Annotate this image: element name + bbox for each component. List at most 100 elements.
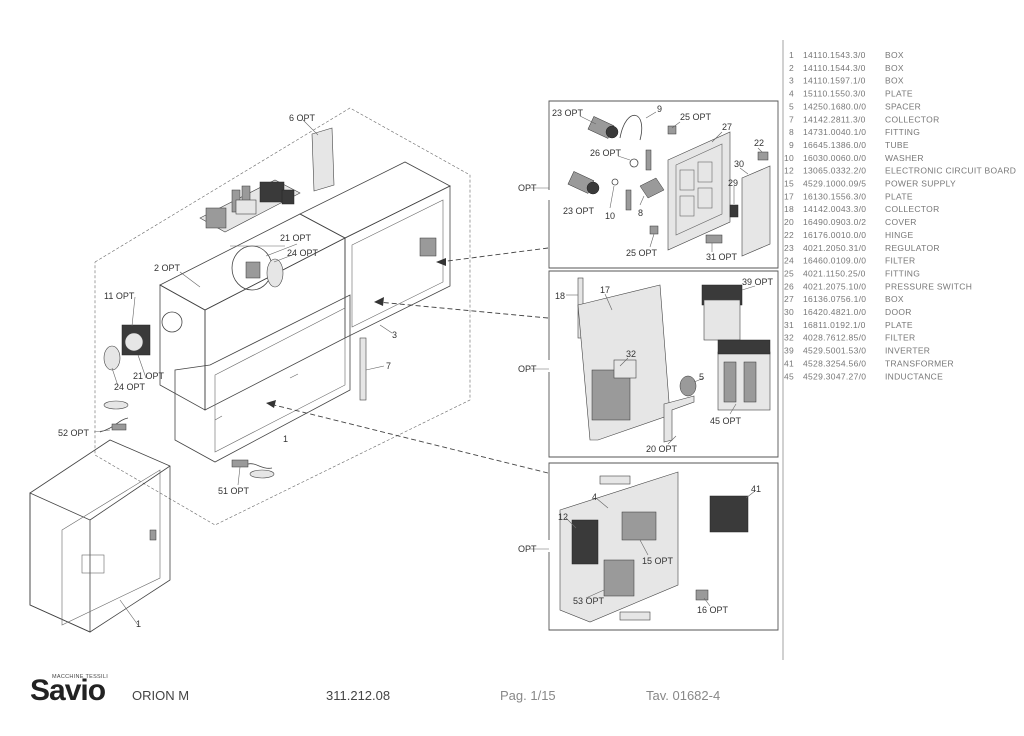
parts-row-number: 2 [789, 63, 794, 73]
label-15: 15 OPT [642, 556, 674, 566]
parts-row-number: 24 [784, 256, 794, 266]
parts-row-code: 16460.0109.0/0 [803, 256, 866, 266]
parts-row-desc: INVERTER [885, 346, 930, 356]
label-1b: 1 [136, 619, 141, 629]
parts-row-number: 32 [784, 333, 794, 343]
parts-row-number: 12 [784, 166, 794, 176]
label-18: 18 [555, 291, 565, 301]
parts-row-desc: BOX [885, 294, 904, 304]
label-7: 7 [386, 361, 391, 371]
parts-row-number: 23 [784, 243, 794, 253]
parts-row-number: 4 [789, 89, 794, 99]
label-27: 27 [722, 122, 732, 132]
label-opt-2: OPT [518, 364, 537, 374]
label-5: 5 [699, 372, 704, 382]
label-31: 31 OPT [706, 252, 738, 262]
label-22: 22 [754, 138, 764, 148]
parts-row-number: 3 [789, 76, 794, 86]
label-17: 17 [600, 285, 610, 295]
savio-logo: MACCHINE TESSILI Savio [30, 674, 108, 707]
parts-row-number: 31 [784, 320, 794, 330]
label-30: 30 [734, 159, 744, 169]
parts-row-code: 16176.0010.0/0 [803, 230, 866, 240]
box-27 [667, 131, 731, 251]
parts-row-desc: FILTER [885, 333, 915, 343]
parts-row-code: 16136.0756.1/0 [803, 294, 866, 304]
parts-row-code: 4028.7612.85/0 [803, 333, 866, 343]
parts-row-code: 4021.2075.10/0 [803, 281, 866, 291]
label-10: 10 [605, 211, 615, 221]
block-53 [603, 559, 635, 597]
parts-row-code: 4528.3254.56/0 [803, 358, 866, 368]
filter-32 [591, 369, 631, 421]
label-39: 39 OPT [742, 277, 774, 287]
panel-control [530, 462, 779, 631]
parts-row-code: 4021.2050.31/0 [803, 243, 866, 253]
collector-7 [359, 337, 367, 401]
label-opt-1: OPT [518, 183, 537, 193]
parts-row-desc: DOOR [885, 307, 912, 317]
front-door-1 [29, 439, 171, 633]
label-20: 20 OPT [646, 444, 678, 454]
label-23a: 23 OPT [552, 108, 584, 118]
parts-list-row: 41 4528.3254.56/0 TRANSFORMER [784, 358, 954, 368]
footer-page: Pag. 1/15 [500, 688, 556, 703]
cover-20 [663, 395, 695, 443]
label-53: 53 OPT [573, 596, 605, 606]
panel-electrical [530, 270, 779, 458]
logo-brand: Savio [30, 674, 106, 707]
parts-row-number: 22 [784, 230, 794, 240]
callout-labels: 6 OPT 2 OPT 11 OPT 21 OPT 24 OPT 21 OPT … [58, 104, 774, 629]
parts-row-number: 5 [789, 101, 794, 111]
parts-row-desc: INDUCTANCE [885, 371, 943, 381]
parts-list-row: 3 14110.1597.1/0 BOX [789, 76, 904, 86]
parts-row-number: 27 [784, 294, 794, 304]
parts-row-desc: TRANSFORMER [885, 358, 954, 368]
label-25a: 25 OPT [680, 112, 712, 122]
left-leader-lines [93, 119, 393, 626]
label-9: 9 [657, 104, 662, 114]
parts-row-number: 8 [789, 127, 794, 137]
parts-row-code: 4529.3047.27/0 [803, 371, 866, 381]
parts-row-desc: SPACER [885, 101, 921, 111]
parts-row-desc: TUBE [885, 140, 909, 150]
parts-row-number: 41 [784, 358, 794, 368]
parts-row-code: 16645.1386.0/0 [803, 140, 866, 150]
label-1a: 1 [283, 434, 288, 444]
parts-row-number: 20 [784, 217, 794, 227]
parts-row-desc: BOX [885, 76, 904, 86]
parts-row-number: 17 [784, 191, 794, 201]
parts-list-row: 27 16136.0756.1/0 BOX [784, 294, 904, 304]
plate-4 [559, 471, 679, 623]
plate-6 [311, 127, 335, 192]
cable-52 [99, 400, 129, 433]
label-4: 4 [592, 492, 597, 502]
parts-row-code: 15110.1550.3/0 [803, 89, 866, 99]
parts-row-code: 14110.1597.1/0 [803, 76, 866, 86]
parts-row-code: 14142.2811.3/0 [803, 114, 866, 124]
inverter-39 [701, 284, 743, 341]
parts-row-code: 16420.4821.0/0 [803, 307, 866, 317]
parts-row-code: 14110.1544.3/0 [803, 63, 866, 73]
transformer-41 [709, 495, 749, 533]
label-51: 51 OPT [218, 486, 250, 496]
parts-row-desc: COLLECTOR [885, 114, 940, 124]
inductance-45 [717, 339, 771, 411]
label-12: 12 [558, 512, 568, 522]
parts-row-desc: HINGE [885, 230, 913, 240]
label-8: 8 [638, 208, 643, 218]
label-6: 6 OPT [289, 113, 316, 123]
